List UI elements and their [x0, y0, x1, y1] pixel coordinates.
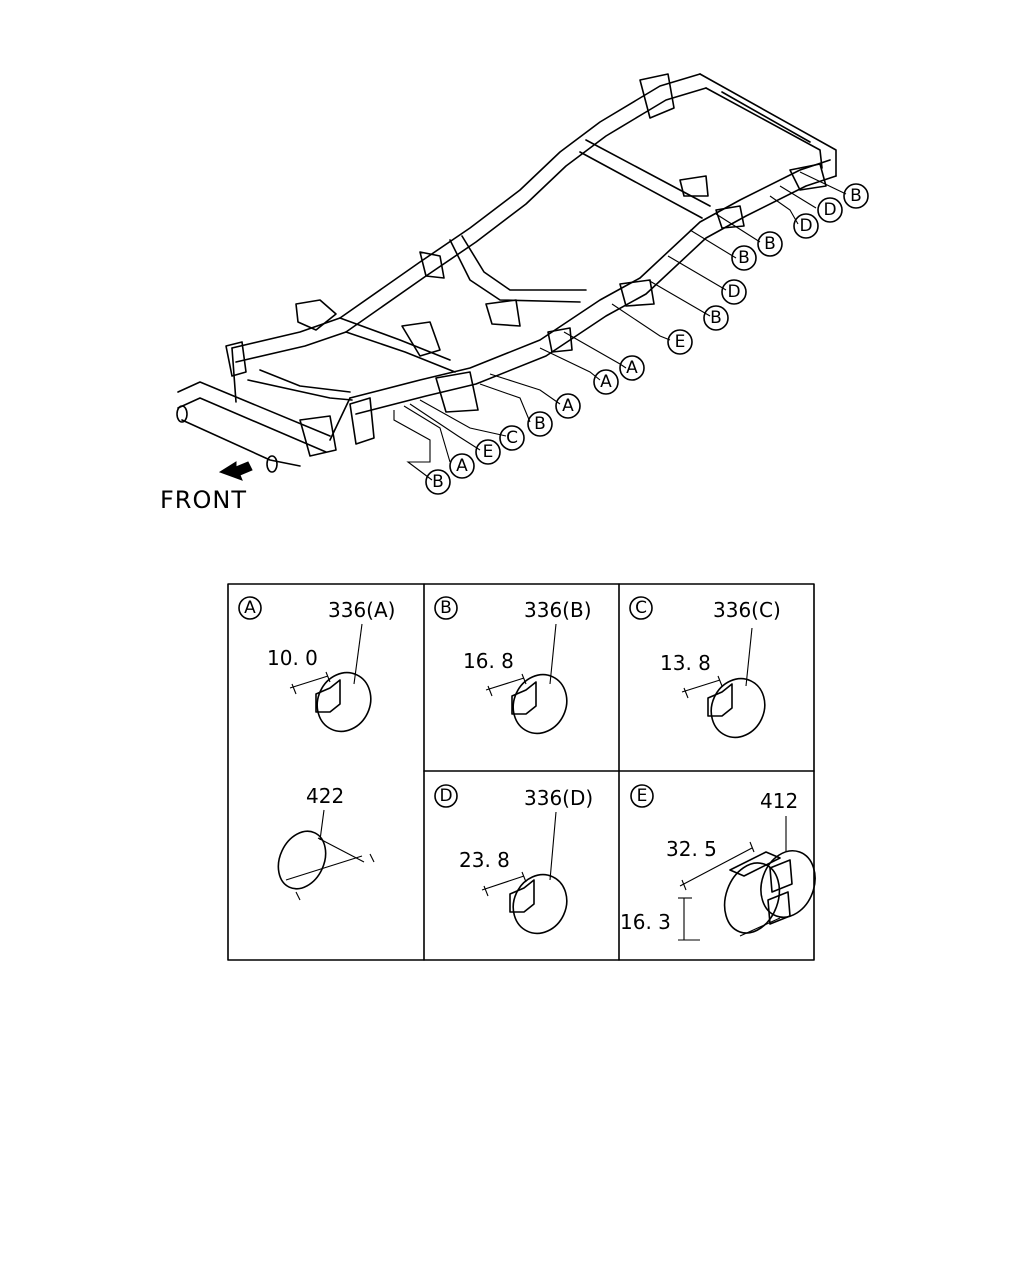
svg-text:A: A [456, 456, 468, 476]
chassis-frame [176, 73, 837, 473]
callout-10: A [593, 369, 619, 395]
panel-b: B 336(B) 16. 8 [434, 596, 592, 735]
panel-e: E 412 32. 5 16. 3 [620, 784, 816, 941]
svg-text:A: A [600, 372, 612, 392]
callout-12: B [527, 411, 553, 437]
svg-text:A: A [626, 358, 638, 378]
callouts: B D D B B D B E A A A B C E A B [425, 183, 869, 495]
svg-text:336(B): 336(B) [524, 598, 592, 622]
svg-text:C: C [506, 428, 518, 448]
svg-text:336(A): 336(A) [328, 598, 395, 622]
callout-9: A [619, 355, 645, 381]
svg-text:B: B [534, 414, 546, 434]
front-indicator: FRONT [160, 461, 253, 514]
svg-text:A: A [562, 396, 574, 416]
svg-text:336(D): 336(D) [524, 786, 593, 810]
callout-2: D [817, 197, 843, 223]
svg-text:B: B [710, 308, 722, 328]
svg-text:16. 3: 16. 3 [620, 910, 671, 934]
svg-text:16. 8: 16. 8 [463, 649, 514, 673]
svg-text:B: B [738, 248, 750, 268]
svg-text:336(C): 336(C) [713, 598, 781, 622]
callout-14: E [475, 439, 501, 465]
svg-text:B: B [764, 234, 776, 254]
svg-text:B: B [432, 472, 444, 492]
svg-text:D: D [823, 200, 836, 220]
detail-panels: A 336(A) 10. 0 422 B 336(B) 16. 8 [227, 583, 816, 961]
callout-13: C [499, 425, 525, 451]
leader-lines [393, 171, 847, 481]
svg-text:412: 412 [760, 789, 798, 813]
svg-text:B: B [850, 186, 862, 206]
callout-11: A [555, 393, 581, 419]
callout-4: B [757, 231, 783, 257]
front-label: FRONT [160, 486, 247, 514]
svg-text:10. 0: 10. 0 [267, 646, 318, 670]
svg-text:32. 5: 32. 5 [666, 837, 717, 861]
svg-text:B: B [440, 598, 452, 618]
callout-1: B [843, 183, 869, 209]
panel-d: D 336(D) 23. 8 [434, 784, 593, 935]
svg-text:E: E [637, 786, 648, 806]
callout-16: B [425, 469, 451, 495]
callout-5: B [731, 245, 757, 271]
svg-text:422: 422 [306, 784, 344, 808]
svg-text:D: D [727, 282, 740, 302]
callout-7: B [703, 305, 729, 331]
svg-text:23. 8: 23. 8 [459, 848, 510, 872]
front-arrow-icon [218, 461, 253, 481]
callout-8: E [667, 329, 693, 355]
callout-15: A [449, 453, 475, 479]
svg-text:D: D [799, 216, 812, 236]
svg-text:D: D [439, 786, 452, 806]
panel-c: C 336(C) 13. 8 [629, 596, 781, 739]
callout-3: D [793, 213, 819, 239]
svg-text:A: A [244, 598, 256, 618]
svg-text:C: C [635, 598, 647, 618]
panel-a: A 336(A) 10. 0 422 [238, 596, 395, 901]
svg-text:E: E [675, 332, 686, 352]
callout-6: D [721, 279, 747, 305]
svg-text:E: E [483, 442, 494, 462]
svg-text:13. 8: 13. 8 [660, 651, 711, 675]
